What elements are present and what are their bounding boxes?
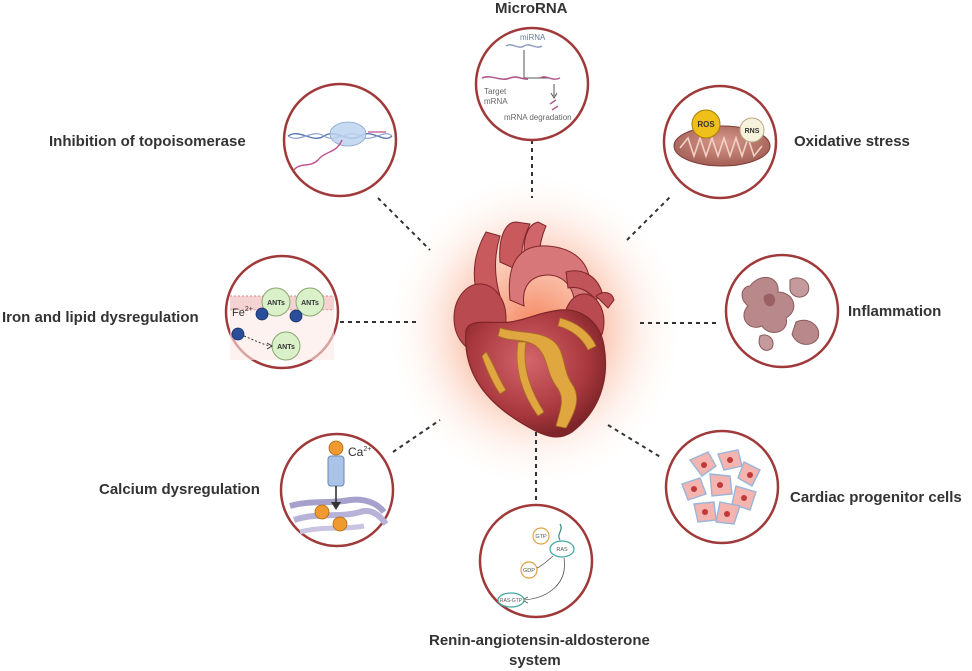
iron-ball-2 [289, 309, 303, 323]
iron-ball-3 [231, 327, 245, 341]
connector-progenitor [607, 424, 663, 459]
calcium-ion-2 [314, 504, 330, 520]
iron-ball-1 [255, 307, 269, 321]
raas-circle [478, 503, 594, 619]
microrna-node: miRNA Target mRNA mRNA degradation [474, 26, 590, 142]
inflammatory-cell-icon-3 [791, 319, 820, 345]
ants-text-3: ANTs [277, 344, 295, 351]
fe-text: Fe2+ [232, 306, 253, 319]
inflammation-label: Inflammation [848, 303, 942, 320]
ras-icon [549, 540, 575, 558]
heart-icon [453, 221, 615, 438]
raas-label-line2: system [509, 652, 561, 669]
raas-label-line1: Renin-angiotensin-aldosterone [429, 632, 650, 649]
progenitor-label: Cardiac progenitor cells [790, 489, 962, 506]
microrna-degradation-text: mRNA degradation [504, 113, 572, 122]
ras-gtp-text: RAS-GTP [500, 598, 523, 604]
iron-lipid-label: Iron and lipid dysregulation [2, 309, 199, 326]
progenitor-cells-icon [681, 449, 761, 525]
gdp-icon [520, 561, 538, 579]
gtp-icon [532, 527, 550, 545]
ants-text-2: ANTs [301, 300, 319, 307]
connector-calcium [392, 419, 441, 453]
oxidative-node: ROS RNS [662, 84, 778, 200]
ras-gtp-icon [497, 592, 525, 608]
ras-text: RAS [556, 547, 568, 553]
connectors [340, 140, 718, 505]
inflammatory-cell-icon-4 [758, 334, 774, 351]
oxidative-label: Oxidative stress [794, 133, 910, 150]
topoisomerase-label: Inhibition of topoisomerase [49, 133, 246, 150]
ros-text: ROS [697, 120, 715, 129]
microrna-mirna-text: miRNA [520, 33, 546, 42]
rns-icon [739, 117, 765, 143]
calcium-node: Ca2+ [279, 432, 395, 548]
calcium-ion-3 [332, 516, 348, 532]
microrna-circle [474, 26, 590, 142]
connector-oxidative [626, 194, 673, 241]
iron-lipid-node: ANTs ANTs ANTs Fe2+ [224, 254, 340, 370]
gdp-text: GDP [523, 568, 535, 574]
rns-text: RNS [745, 128, 760, 135]
microrna-target-text-1: Target [484, 87, 507, 96]
inflammatory-cell-icon-2 [789, 277, 810, 298]
ants-text-1: ANTs [267, 300, 285, 307]
microrna-label: MicroRNA [495, 0, 568, 17]
inflammation-node [724, 253, 840, 369]
ros-icon [691, 109, 721, 139]
ca-text: Ca2+ [348, 445, 371, 459]
gtp-text: GTP [535, 534, 547, 540]
progenitor-node [664, 429, 780, 545]
raas-node: GTP RAS GDP RAS-GTP [478, 503, 594, 619]
calcium-ion-1 [328, 440, 344, 456]
topoisomerase-node [282, 82, 398, 198]
ants-icon-1 [261, 287, 291, 317]
microrna-target-text-2: mRNA [484, 97, 508, 106]
calcium-channel-icon [327, 455, 345, 487]
ants-icon-2 [295, 287, 325, 317]
calcium-label: Calcium dysregulation [99, 481, 260, 498]
